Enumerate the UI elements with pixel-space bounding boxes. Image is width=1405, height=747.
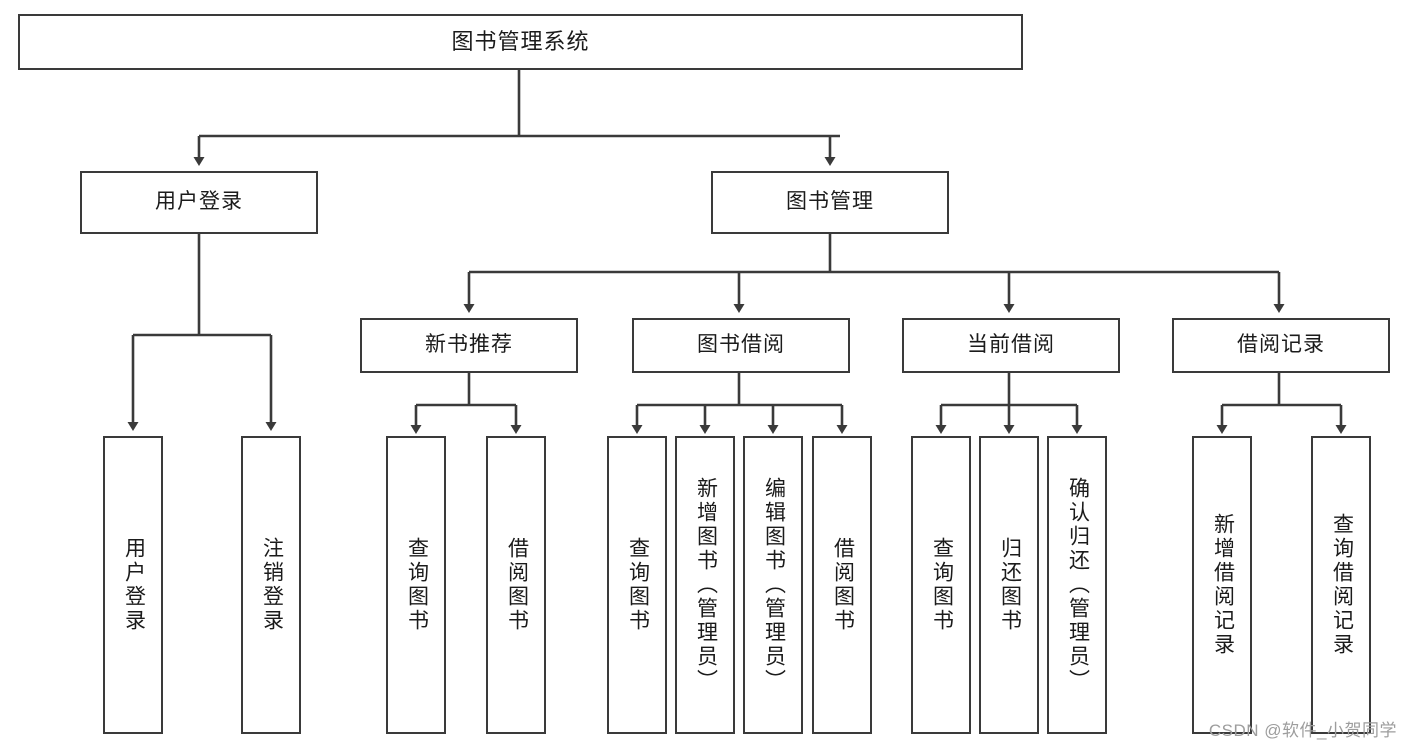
leaf-book-borrow-borrow[interactable]: 借阅图书 [812,436,872,734]
node-new-book-recommend[interactable]: 新书推荐 [360,318,578,373]
node-label: 图书管理 [786,190,874,214]
node-label: 查询图书 [405,537,429,633]
leaf-current-borrow-query[interactable]: 查询图书 [911,436,971,734]
node-label: 新书推荐 [425,333,513,357]
leaf-book-borrow-edit[interactable]: 编辑图书（管理员） [743,436,803,734]
node-label: 借阅记录 [1237,333,1325,357]
leaf-borrow-record-query[interactable]: 查询借阅记录 [1311,436,1371,734]
leaf-new-book-borrow[interactable]: 借阅图书 [486,436,546,734]
node-root-system[interactable]: 图书管理系统 [18,14,1023,70]
node-label: 图书管理系统 [451,29,590,55]
node-label: 新增借阅记录 [1211,513,1235,657]
node-label: 当前借阅 [967,333,1055,357]
node-label: 确认归还（管理员） [1066,477,1090,693]
leaf-book-borrow-query[interactable]: 查询图书 [607,436,667,734]
node-label: 查询图书 [626,537,650,633]
node-book-management[interactable]: 图书管理 [711,171,949,234]
node-current-borrow[interactable]: 当前借阅 [902,318,1120,373]
node-book-borrow[interactable]: 图书借阅 [632,318,850,373]
node-label: 编辑图书（管理员） [762,477,786,693]
leaf-current-borrow-confirm[interactable]: 确认归还（管理员） [1047,436,1107,734]
node-label: 借阅图书 [505,537,529,633]
leaf-user-login-logout[interactable]: 注销登录 [241,436,301,734]
leaf-new-book-query[interactable]: 查询图书 [386,436,446,734]
csdn-watermark: CSDN @软件_小贺同学 [1208,721,1397,740]
leaf-book-borrow-add[interactable]: 新增图书（管理员） [675,436,735,734]
node-label: 图书借阅 [697,333,785,357]
node-label: 归还图书 [998,537,1022,633]
leaf-current-borrow-return[interactable]: 归还图书 [979,436,1039,734]
node-label: 用户登录 [122,537,146,633]
node-borrow-record[interactable]: 借阅记录 [1172,318,1390,373]
node-label: 查询图书 [930,537,954,633]
node-user-login[interactable]: 用户登录 [80,171,318,234]
leaf-borrow-record-add[interactable]: 新增借阅记录 [1192,436,1252,734]
leaf-user-login-login[interactable]: 用户登录 [103,436,163,734]
node-label: 借阅图书 [831,537,855,633]
node-label: 查询借阅记录 [1330,513,1354,657]
node-label: 用户登录 [155,190,243,214]
node-label: 新增图书（管理员） [694,477,718,693]
node-label: 注销登录 [260,537,284,633]
